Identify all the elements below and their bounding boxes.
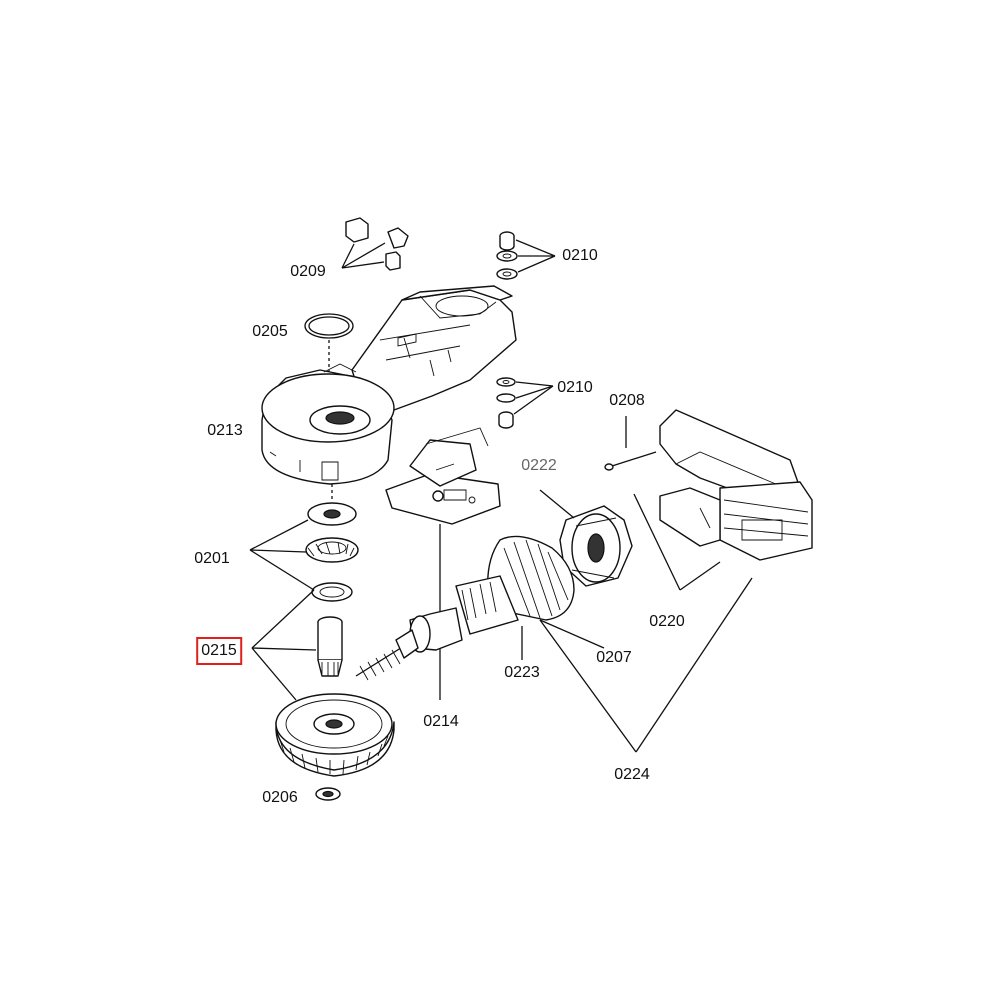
part-0206-washer (315, 787, 341, 801)
label-0220: 0220 (649, 613, 685, 630)
part-0210-mid-bushings (496, 377, 516, 429)
part-0222-switch-board (385, 427, 501, 525)
label-0207: 0207 (596, 649, 632, 666)
label-0201: 0201 (194, 550, 230, 567)
label-0213: 0213 (207, 422, 243, 439)
part-motor-housing (351, 285, 517, 413)
part-0220-field-coils (659, 409, 813, 561)
part-0205-o-ring (304, 313, 354, 339)
part-0207-rear-bearing (559, 505, 633, 587)
part-0223-armature (455, 535, 575, 635)
part-0209-brush-clips (345, 217, 409, 271)
label-0224: 0224 (614, 766, 650, 783)
label-0206: 0206 (262, 789, 298, 806)
part-gear (275, 693, 395, 777)
part-0210-top-bushings (496, 231, 518, 280)
label-0205: 0205 (252, 323, 288, 340)
label-0208: 0208 (609, 392, 645, 409)
label-0210-mid: 0210 (557, 379, 593, 396)
label-0214: 0214 (423, 713, 459, 730)
label-0209: 0209 (290, 263, 326, 280)
label-0210-top: 0210 (562, 247, 598, 264)
part-0215-spindle-shaft (317, 616, 343, 677)
label-0215-highlighted: 0215 (196, 637, 242, 665)
label-0222: 0222 (521, 457, 557, 474)
part-0201-bearing-set (305, 502, 359, 602)
label-0223: 0223 (504, 664, 540, 681)
part-0208-screw (604, 451, 657, 471)
part-0214-armature-shaft (355, 607, 463, 681)
part-0213-gear-housing (261, 363, 395, 485)
